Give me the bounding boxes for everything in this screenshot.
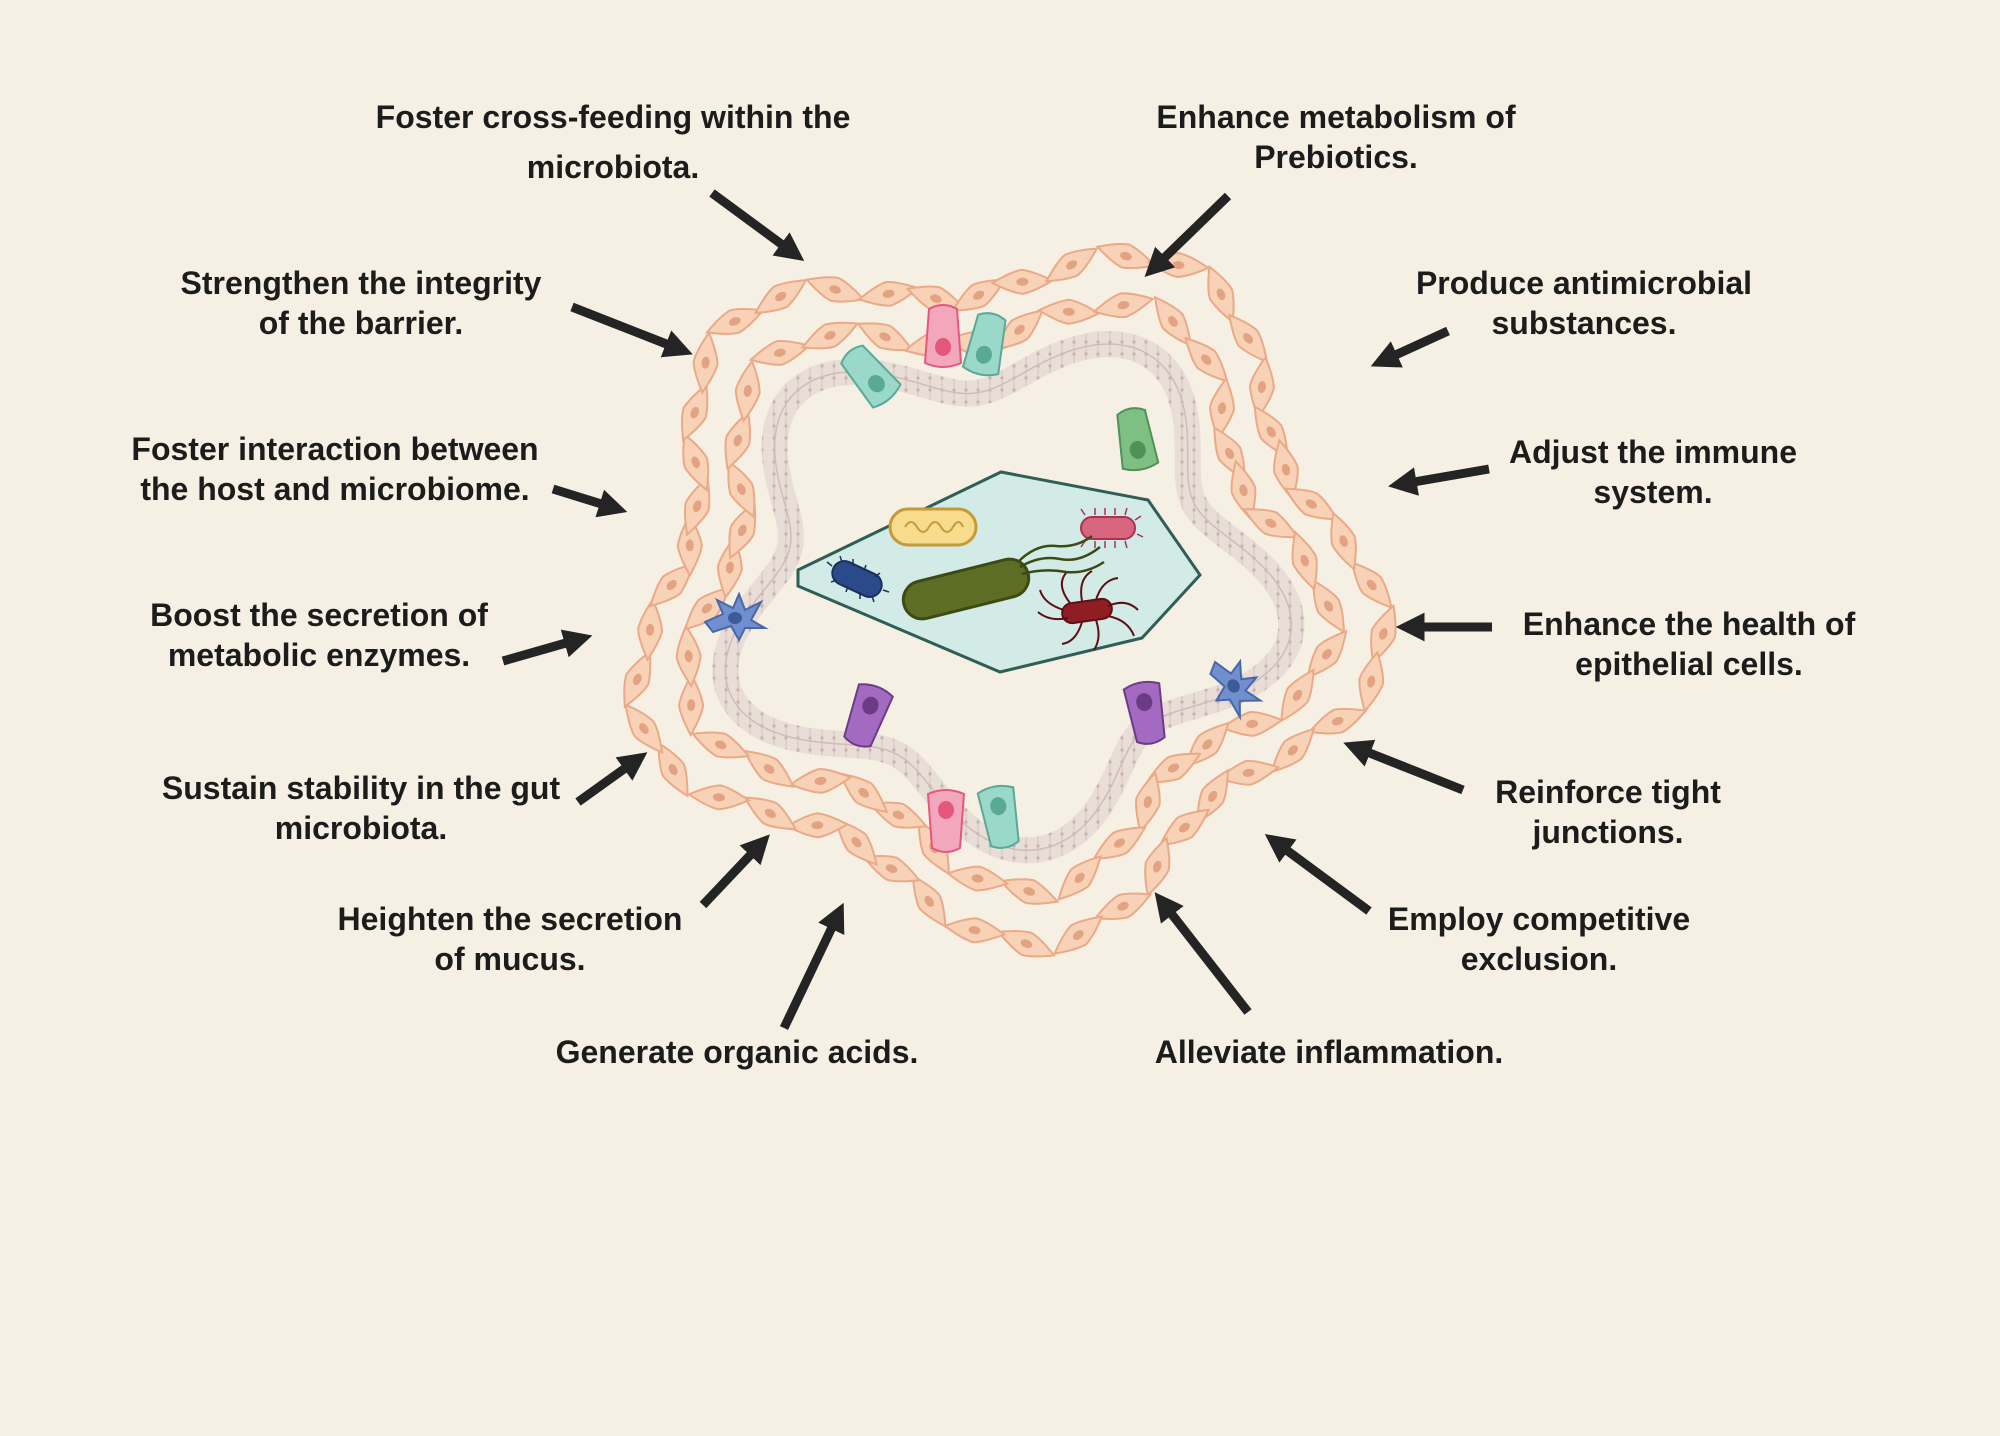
arrow-icon	[1144, 192, 1232, 278]
paneth-cell-icon	[1116, 407, 1160, 472]
fibroblast-cell-icon	[690, 731, 751, 759]
arrow-icon	[779, 902, 845, 1030]
fibroblast-cell-icon	[675, 624, 702, 689]
dendritic-cell-icon	[1209, 658, 1264, 721]
fibroblast-cell-icon	[788, 767, 853, 794]
arrows	[501, 189, 1492, 1030]
fibroblast-cell-icon	[1248, 355, 1275, 419]
arrow-icon	[501, 629, 593, 666]
spiky-bacterium-icon	[826, 555, 890, 603]
fibroblast-cell-icon	[682, 432, 710, 493]
fibroblast-cell-icon	[753, 279, 808, 315]
arrow-icon	[1343, 739, 1465, 795]
goblet-cell-icon	[923, 304, 963, 368]
fibroblast-cell-icon	[1358, 650, 1385, 713]
arrow-icon	[1154, 892, 1252, 1015]
arrow-icon	[709, 189, 805, 261]
pilus-bacterium-icon	[1037, 570, 1139, 651]
fibroblast-cell-icon	[1146, 252, 1211, 279]
fibroblast-cell-icon	[724, 410, 751, 471]
fibroblast-cell-icon	[1095, 242, 1157, 270]
fibroblast-cell-icon	[1036, 298, 1101, 325]
fibroblast-cell-icon	[1307, 707, 1368, 735]
fibroblast-cell-icon	[990, 268, 1055, 295]
arrow-icon	[1388, 464, 1490, 496]
goblet-cell-icon	[926, 789, 966, 853]
epithelium-outline	[724, 343, 1293, 851]
fibroblast-cell-icon	[1283, 487, 1339, 521]
enteroendocrine-cell-icon	[961, 312, 1007, 377]
label-inflammation: Alleviate inflammation.	[1154, 1034, 1504, 1070]
fibroblast-cell-icon	[686, 784, 751, 811]
fibroblast-cell-icon	[1209, 376, 1235, 440]
fibroblast-cell-icon	[857, 281, 921, 307]
fibroblast-cell-icon	[999, 878, 1060, 905]
fibroblast-cell-icon	[681, 383, 709, 443]
tuft-cell-icon	[843, 683, 895, 748]
fibroblast-cell-icon	[637, 597, 664, 662]
fibroblast-cell-icon	[1053, 915, 1104, 955]
fibroblast-cell-icon	[946, 865, 1010, 892]
fibroblast-cell-icon	[1044, 247, 1099, 283]
dendritic-cell-icon	[703, 591, 769, 643]
fibroblast-cell-icon	[1370, 603, 1397, 665]
lumen-with-bacteria	[796, 470, 1202, 674]
fibroblast-cell-icon	[1220, 710, 1284, 737]
fibroblast-cell-icon	[1291, 530, 1318, 592]
fimbriated-bacterium-icon	[1080, 507, 1144, 549]
fibroblast-cell-icon	[804, 276, 866, 303]
fibroblast-cell-icon	[748, 340, 812, 366]
fibroblast-cell-icon	[623, 650, 652, 709]
fibroblast-cell-icon	[1057, 854, 1103, 901]
arrow-icon	[1264, 834, 1372, 915]
fibroblast-cell-icon	[942, 917, 1007, 944]
enteroendocrine-cell-icon	[840, 344, 902, 409]
enteroendocrine-cell-icon	[976, 784, 1020, 849]
arrow-icon	[570, 302, 693, 358]
arrow-icon	[575, 752, 648, 806]
fibroblast-cell-icon	[734, 359, 761, 423]
arrow-icon	[1370, 326, 1450, 368]
label-organic-acids: Generate organic acids.	[555, 1034, 919, 1070]
flagellated-bacterium-icon	[901, 534, 1105, 621]
epithelial-cell-types	[703, 304, 1264, 853]
fibroblast-cell-icon	[743, 796, 798, 831]
fibroblast-cell-icon	[692, 330, 719, 395]
fibroblast-cell-icon	[704, 308, 765, 335]
tuft-cell-icon	[1122, 680, 1166, 745]
fibroblast-cell-icon	[1207, 264, 1235, 324]
fibroblast-cell-icon	[996, 930, 1056, 958]
fibroblast-cell-icon	[727, 459, 756, 519]
fibroblast-cell-icon	[785, 812, 850, 839]
arrow-icon	[699, 834, 770, 909]
arrow-icon	[551, 484, 628, 518]
fibroblast-cell-icon	[676, 513, 703, 578]
fibroblast-cell-icon	[1330, 510, 1357, 572]
rod-bacterium-icon	[888, 507, 978, 547]
fibroblast-cell-icon	[1092, 292, 1155, 319]
